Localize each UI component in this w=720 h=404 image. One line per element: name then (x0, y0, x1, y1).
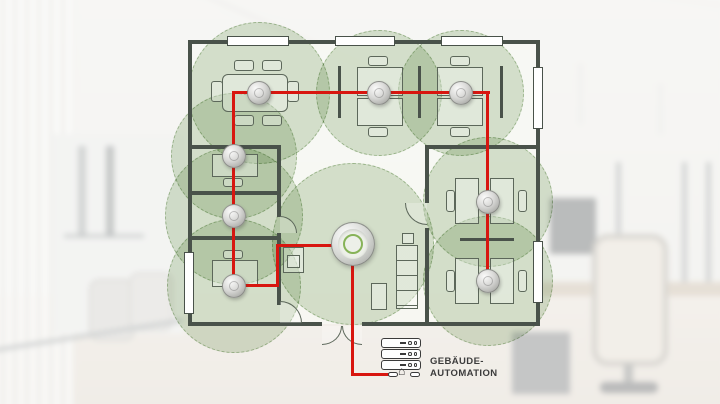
presence-detector (222, 204, 246, 228)
chair (518, 190, 527, 212)
presence-detector (476, 269, 500, 293)
wall-outer-bottom-right (362, 322, 540, 326)
wall-inner (277, 145, 281, 217)
wall-outer-right (536, 40, 540, 326)
desk (455, 258, 479, 304)
bus-cable-segment (351, 373, 390, 376)
presence-detector (247, 81, 271, 105)
chair (234, 60, 254, 71)
presence-detector (222, 144, 246, 168)
presence-detector-master (331, 222, 375, 266)
window (533, 241, 543, 303)
presence-detector (449, 81, 473, 105)
led-dot (413, 363, 417, 367)
wall-outer-bottom-left (188, 322, 322, 326)
wall-right-room-top (425, 145, 540, 149)
bus-cable-segment (486, 92, 489, 282)
chair (446, 190, 455, 212)
chair (450, 127, 470, 137)
bus-terminal (388, 372, 398, 377)
shelf-unit (396, 245, 418, 309)
chair (262, 60, 282, 71)
presence-detector (367, 81, 391, 105)
printer-table (283, 247, 304, 273)
wall-outer-left (188, 40, 192, 326)
wall-right-room-left (425, 228, 429, 325)
bus-cable-segment (232, 91, 235, 286)
window (227, 36, 289, 46)
automation-server-unit (381, 360, 421, 370)
led-dash (400, 353, 406, 355)
bus-cable-segment (232, 91, 490, 94)
automation-server-unit (381, 349, 421, 359)
house-icon: ⌂ (398, 363, 406, 378)
label-line1: GEBÄUDE- (430, 356, 484, 367)
chair (368, 127, 388, 137)
chair (450, 56, 470, 66)
wall-right-room-left (425, 145, 429, 203)
desk (455, 178, 479, 224)
led-dot (408, 363, 412, 367)
bus-cable-segment (232, 284, 279, 287)
printer (287, 255, 300, 268)
led-dot (408, 352, 412, 356)
led-dot (408, 341, 412, 345)
automation-server-unit (381, 338, 421, 348)
presence-detector (476, 190, 500, 214)
window (335, 36, 395, 46)
led-dash (400, 364, 406, 366)
bus-cable-segment (276, 244, 279, 287)
led-dot (413, 341, 417, 345)
side-table (371, 283, 387, 310)
chair (234, 115, 254, 126)
chair (211, 81, 223, 102)
window (533, 67, 543, 129)
wall-inner (277, 233, 281, 305)
led-dot (413, 352, 417, 356)
led-dash (400, 342, 406, 344)
chair (446, 270, 455, 292)
bus-cable-segment (351, 246, 354, 376)
window (184, 252, 194, 314)
window (441, 36, 503, 46)
chair (262, 115, 282, 126)
desk-partition (500, 66, 503, 118)
chair (518, 270, 527, 292)
bus-cable-segment (276, 244, 353, 247)
shelf-box (402, 233, 414, 244)
label-line2: AUTOMATION (430, 367, 498, 379)
building-automation-label: GEBÄUDE- AUTOMATION (430, 356, 498, 379)
chair (368, 56, 388, 66)
bus-terminal (410, 372, 420, 377)
presence-detector (222, 274, 246, 298)
